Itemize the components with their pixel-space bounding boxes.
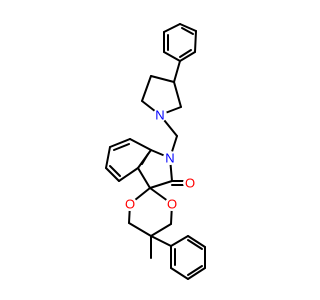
structure-canvas: N N O O O — [105, 23, 206, 280]
benzo-ring — [105, 138, 152, 182]
n-indole-text: N — [165, 151, 174, 166]
structure-diagram: N N O O O — [105, 23, 206, 280]
bond-phenyl-pyrrolidine — [173, 60, 181, 83]
atom-label-o-ring-right: O — [165, 197, 179, 212]
n-pyrrolidine-text: N — [155, 108, 164, 123]
o-ring-right-text: O — [167, 197, 177, 212]
o-ring-left-text: O — [125, 197, 135, 212]
atom-label-o-carbonyl: O — [183, 176, 197, 191]
atom-label-o-ring-left: O — [123, 197, 137, 212]
phenyl-ring-bottom — [150, 235, 206, 280]
phenyl-ring-top — [163, 23, 197, 62]
o-carbonyl-text: O — [185, 176, 195, 191]
atom-label-n-indole: N — [163, 151, 177, 166]
dioxane-ring — [128, 187, 173, 237]
atom-label-n-pyrrolidine: N — [153, 108, 167, 123]
